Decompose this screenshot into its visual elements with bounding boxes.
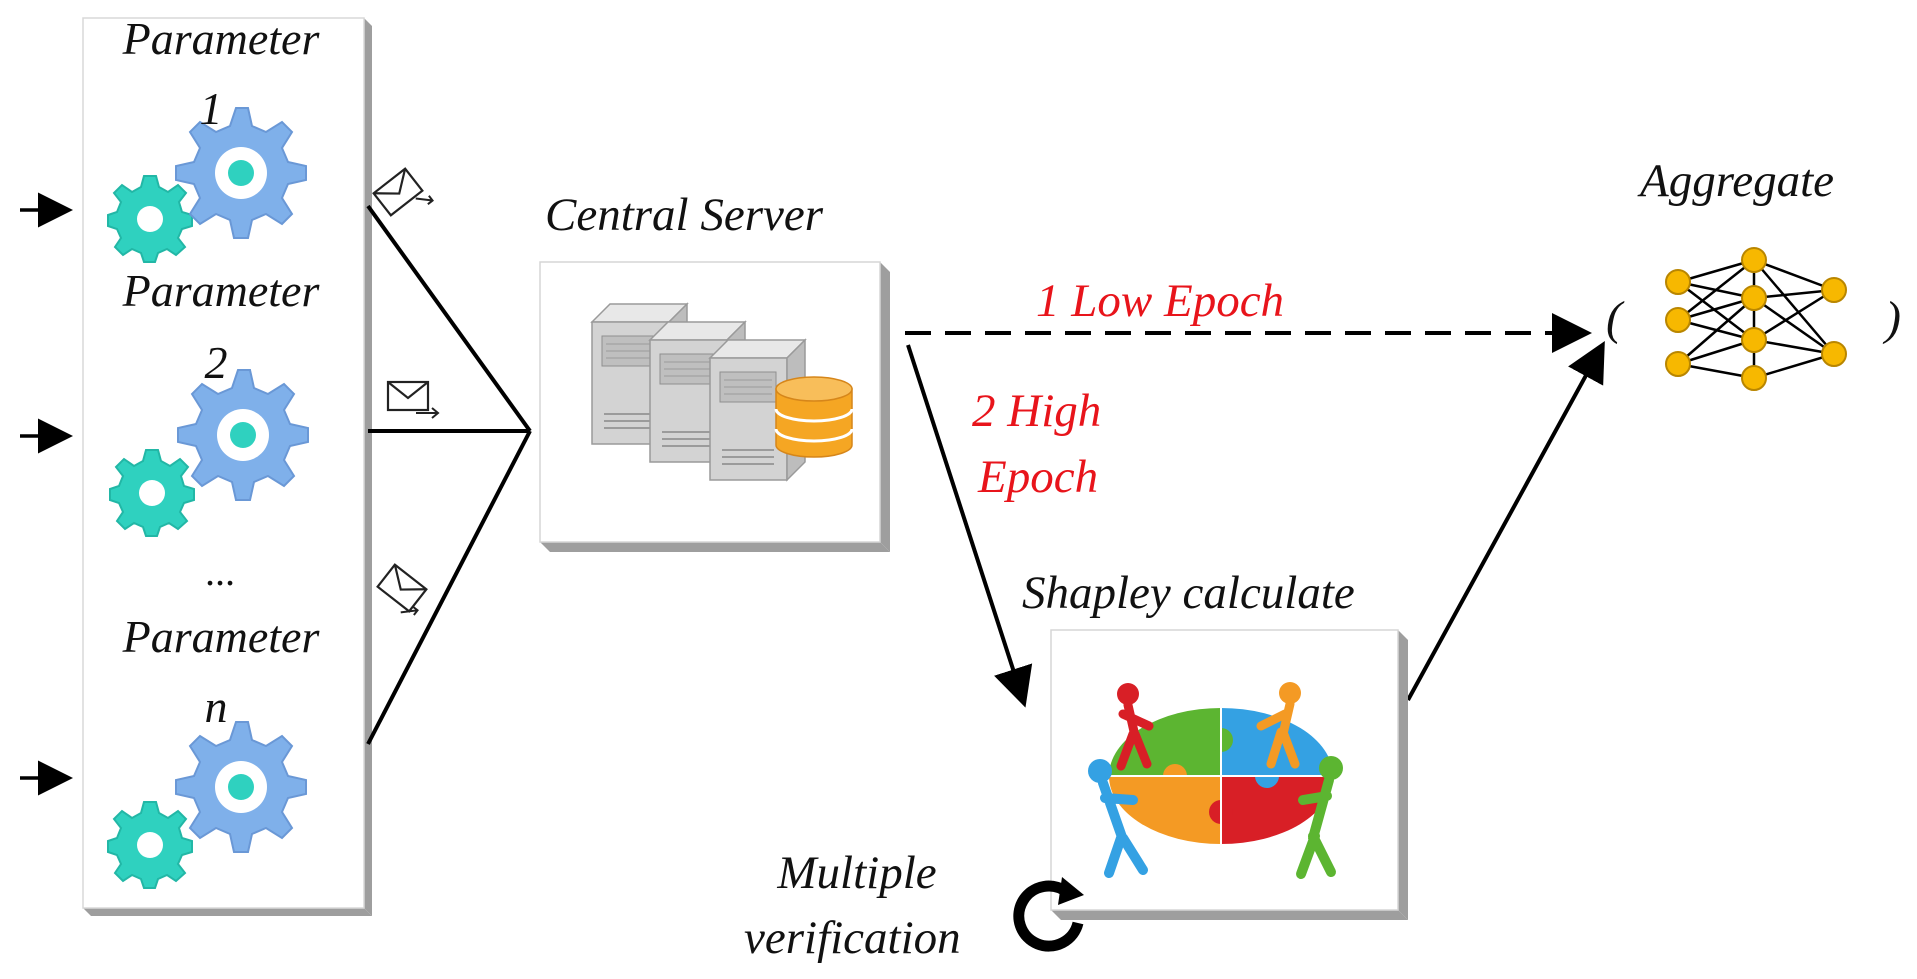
parameter-index: 2: [204, 337, 228, 388]
gear-icon: [109, 449, 195, 537]
refresh-icon: [1013, 877, 1084, 952]
upload-lines: [366, 204, 532, 745]
shapley-title: Shapley calculate: [1022, 567, 1355, 619]
envelope-icon: [386, 380, 440, 419]
parameter-ellipsis: ...: [206, 549, 236, 594]
parameter-index: n: [204, 681, 228, 732]
aggregate-open-paren: (: [1606, 292, 1622, 345]
low-epoch-label: 1 Low Epoch: [1036, 275, 1285, 327]
high-epoch-label-line2: Epoch: [978, 451, 1099, 503]
verification-label-line1: Multiple: [777, 847, 937, 899]
parameter-label: Parameter: [122, 13, 320, 64]
neural-network-icon: [1665, 247, 1847, 391]
aggregate-title: Aggregate: [1640, 155, 1835, 207]
parameter-label: Parameter: [122, 265, 320, 316]
high-epoch-label-line1: 2 High: [972, 385, 1102, 437]
gear-icon: [175, 721, 307, 853]
gear-icon: [107, 801, 193, 889]
parameter-index: 1: [199, 83, 223, 134]
parameter-label: Parameter: [122, 611, 320, 662]
puzzle-team-icon: [1088, 682, 1343, 879]
gear-icon: [177, 369, 309, 501]
gear-icon: [107, 175, 193, 263]
envelope-icon: [372, 167, 434, 217]
envelope-icon: [376, 563, 428, 616]
verification-label-line2: verification: [744, 912, 961, 964]
shapley-to-aggregate-arrow: [1406, 340, 1605, 701]
central-server-title: Central Server: [545, 189, 824, 241]
input-arrows: [20, 192, 73, 796]
database-icon: [774, 376, 854, 458]
high-epoch-arrow: [906, 344, 1033, 708]
aggregate-close-paren: ): [1885, 292, 1901, 345]
